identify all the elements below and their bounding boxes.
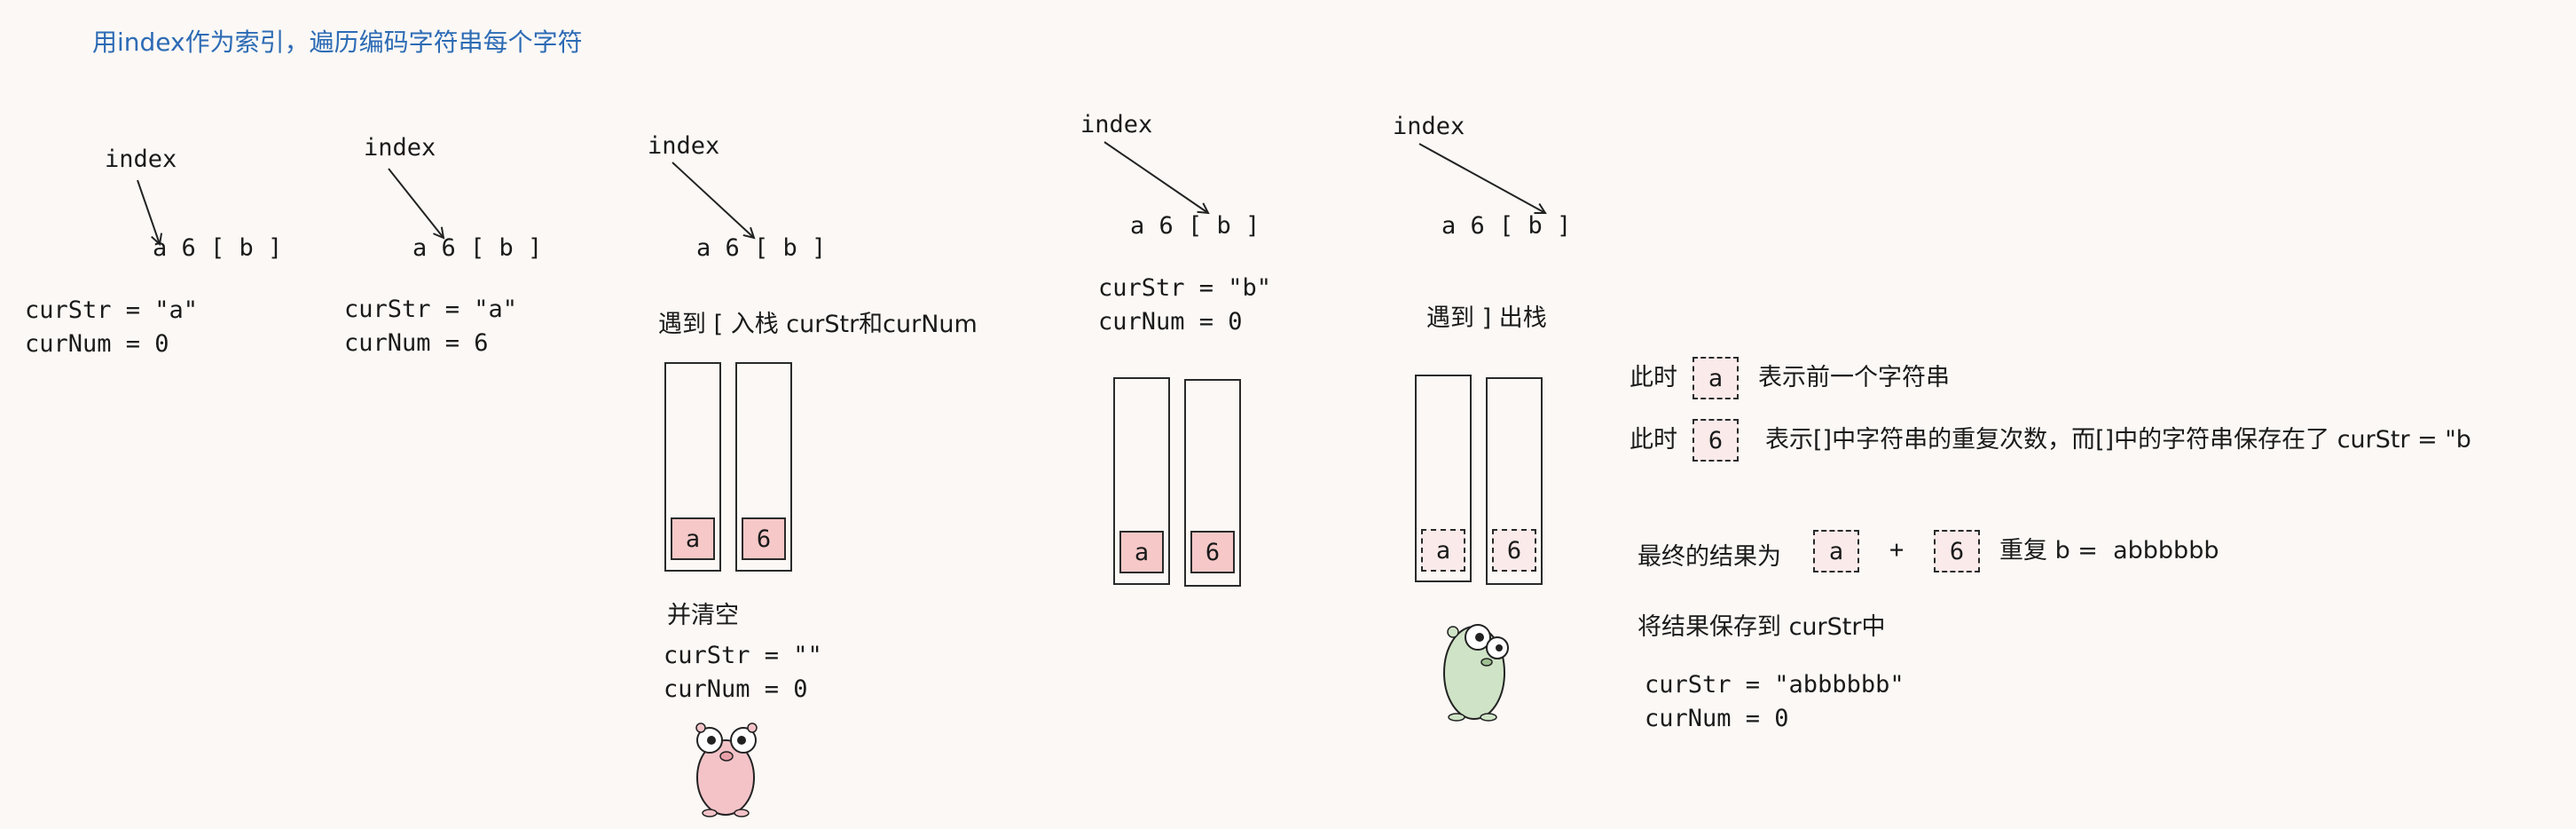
plus-sign: + xyxy=(1889,536,1905,564)
cur-str-value: curStr = "a" xyxy=(25,296,199,324)
encoded-string: a 6 [ b ] xyxy=(1130,212,1261,240)
cur-str-value: curStr = "" xyxy=(664,642,822,669)
explain-line2-box: 6 xyxy=(1692,419,1739,462)
page-title: 用index作为索引，遍历编码字符串每个字符 xyxy=(92,28,583,57)
stack-item-str: a xyxy=(1119,531,1164,573)
encoded-string: a 6 [ b ] xyxy=(412,234,543,262)
final-cur-str: curStr = "abbbbbb" xyxy=(1645,671,1905,699)
str-stack xyxy=(664,362,721,572)
pop-stack-note: 遇到 ] 出栈 xyxy=(1426,304,1547,332)
stack-item-num: 6 xyxy=(1190,531,1235,573)
cur-str-value: curStr = "a" xyxy=(344,296,518,323)
explain-line2-prefix: 此时 xyxy=(1630,426,1677,454)
cur-num-value: curNum = 6 xyxy=(344,329,489,357)
arrow-step3 xyxy=(671,162,754,238)
push-stack-note: 遇到 [ 入栈 curStr和curNum xyxy=(658,311,978,338)
index-label: index xyxy=(648,132,720,160)
stack-item-str: a xyxy=(671,517,715,560)
explain-line1-prefix: 此时 xyxy=(1630,364,1677,391)
num-stack xyxy=(1184,379,1241,587)
index-label: index xyxy=(1393,113,1465,140)
arrow-step2 xyxy=(388,168,444,238)
num-stack xyxy=(735,362,792,572)
num-stack xyxy=(1486,377,1543,585)
final-cur-num: curNum = 0 xyxy=(1645,705,1789,732)
result-text: 重复 b = abbbbbb xyxy=(1999,537,2219,565)
explain-line1-text: 表示前一个字符串 xyxy=(1758,364,1950,391)
save-note: 将结果保存到 curStr中 xyxy=(1637,613,1886,641)
cur-num-value: curNum = 0 xyxy=(1098,308,1243,336)
index-label: index xyxy=(364,134,436,162)
explain-line1-box: a xyxy=(1692,357,1739,399)
stack-item-str-popped: a xyxy=(1421,529,1465,572)
arrow-step1 xyxy=(137,179,160,244)
cur-num-value: curNum = 0 xyxy=(664,675,808,703)
clear-note: 并清空 xyxy=(667,602,739,629)
arrow-step5 xyxy=(1418,143,1545,213)
arrow-step4 xyxy=(1103,141,1208,213)
stack-item-num: 6 xyxy=(742,517,786,560)
result-prefix: 最终的结果为 xyxy=(1637,543,1781,571)
str-stack xyxy=(1415,375,1472,582)
str-stack xyxy=(1113,377,1170,585)
result-box-a: a xyxy=(1813,530,1859,572)
result-box-6: 6 xyxy=(1934,530,1980,572)
cur-num-value: curNum = 0 xyxy=(25,330,169,358)
encoded-string: a 6 [ b ] xyxy=(153,234,283,262)
cur-str-value: curStr = "b" xyxy=(1098,274,1272,302)
explain-line2-text: 表示[]中字符串的重复次数，而[]中的字符串保存在了 curStr = "b xyxy=(1765,426,2471,454)
index-label: index xyxy=(105,146,177,173)
encoded-string: a 6 [ b ] xyxy=(1441,212,1572,240)
index-label: index xyxy=(1080,111,1153,138)
stack-item-num-popped: 6 xyxy=(1492,529,1536,572)
encoded-string: a 6 [ b ] xyxy=(696,234,827,262)
